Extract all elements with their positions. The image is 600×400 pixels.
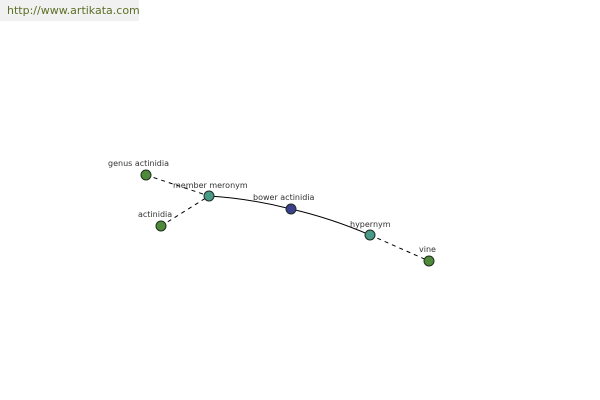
node-vine[interactable]	[423, 255, 435, 267]
node-member-meronym[interactable]	[203, 190, 215, 202]
node-genus-actinidia[interactable]	[140, 169, 152, 181]
node-label-bower-actinidia: bower actinidia	[253, 193, 315, 202]
nodes-layer	[140, 169, 435, 267]
node-label-genus-actinidia: genus actinidia	[108, 159, 169, 168]
node-actinidia[interactable]	[155, 220, 167, 232]
edge-genus-actinidia-to-member-meronym	[145, 174, 210, 197]
edge-bower-actinidia-to-hypernym	[290, 208, 371, 236]
edge-hypernym-to-vine	[369, 234, 430, 262]
node-label-actinidia: actinidia	[138, 210, 172, 219]
edge-member-meronym-to-bower-actinidia	[208, 195, 292, 210]
node-label-member-meronym: member meronym	[173, 181, 248, 190]
node-hypernym[interactable]	[364, 229, 376, 241]
node-label-vine: vine	[419, 245, 436, 254]
edge-actinidia-to-member-meronym	[160, 195, 210, 227]
source-url-link[interactable]: http://www.artikata.com	[0, 0, 140, 21]
node-label-hypernym: hypernym	[350, 220, 391, 229]
edges-layer	[145, 174, 430, 262]
node-bower-actinidia[interactable]	[285, 203, 297, 215]
labels-layer: genus actinidia actinidia member meronym bo…	[108, 159, 436, 254]
